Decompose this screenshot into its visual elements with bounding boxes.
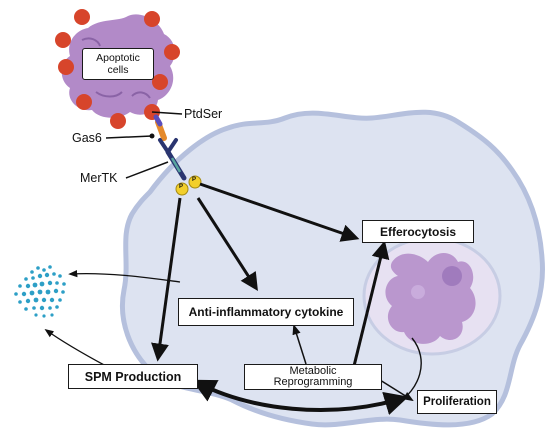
arrow-metabolic-to-efferocytosis — [352, 240, 390, 367]
ptdser-pointer — [151, 111, 183, 115]
efferocytosis-box: Efferocytosis — [362, 220, 474, 243]
arrow-spm-export — [44, 328, 107, 367]
spm-production-box: SPM Production — [68, 364, 198, 389]
gas6-dot — [149, 133, 155, 139]
arrow-release-spm — [68, 270, 181, 283]
anti-inflammatory-box: Anti-inflammatory cytokine — [178, 298, 354, 326]
phospho-group — [188, 175, 202, 189]
mertk-pointer — [125, 161, 169, 179]
proliferation-box: Proliferation — [417, 390, 497, 414]
arrow-metabolic-to-anti-inflammatory — [292, 323, 307, 365]
gas6-label: Gas6 — [72, 131, 102, 145]
phospho-label: P — [192, 177, 197, 183]
arrow-to-efferocytosis — [199, 182, 360, 242]
phospho-group — [175, 182, 189, 196]
spm-secreted-dots — [14, 265, 66, 318]
engulfed-fragment — [411, 285, 425, 299]
arrow-metabolic-to-spm-proliferation — [191, 379, 409, 415]
ptdser-label: PtdSer — [184, 107, 223, 121]
apoptotic-cell-detail — [81, 37, 151, 99]
apoptotic-cells-label: Apoptotic cells — [82, 48, 154, 80]
mertk-label: MerTK — [80, 171, 118, 185]
metabolic-text-line2: Reprogramming — [273, 376, 353, 388]
arrow-to-spm — [151, 197, 182, 362]
engulfed-fragment — [442, 266, 462, 286]
apoptotic-cells-line2: cells — [107, 64, 129, 76]
apoptotic-cells-line1: Apoptotic — [96, 52, 140, 64]
spm-production-text: SPM Production — [84, 369, 182, 384]
anti-inflammatory-text: Anti-inflammatory cytokine — [188, 305, 344, 319]
engulfed-apoptotic-body — [385, 253, 476, 344]
metabolic-reprogramming-box: Metabolic Reprogramming — [244, 364, 382, 390]
metabolic-text-line1: Metabolic — [289, 365, 337, 377]
efferocytosis-text: Efferocytosis — [379, 224, 457, 239]
phospho-label: P — [179, 184, 184, 190]
arrow-phagosome-to-proliferation — [395, 337, 422, 405]
proliferation-text: Proliferation — [423, 396, 491, 408]
arrow-to-anti-inflammatory — [196, 197, 258, 292]
gas6-pointer — [105, 135, 153, 139]
gas6-molecule-tip — [153, 114, 163, 127]
ptdser-dots — [55, 9, 180, 129]
mertk-membrane-segment — [170, 157, 182, 173]
